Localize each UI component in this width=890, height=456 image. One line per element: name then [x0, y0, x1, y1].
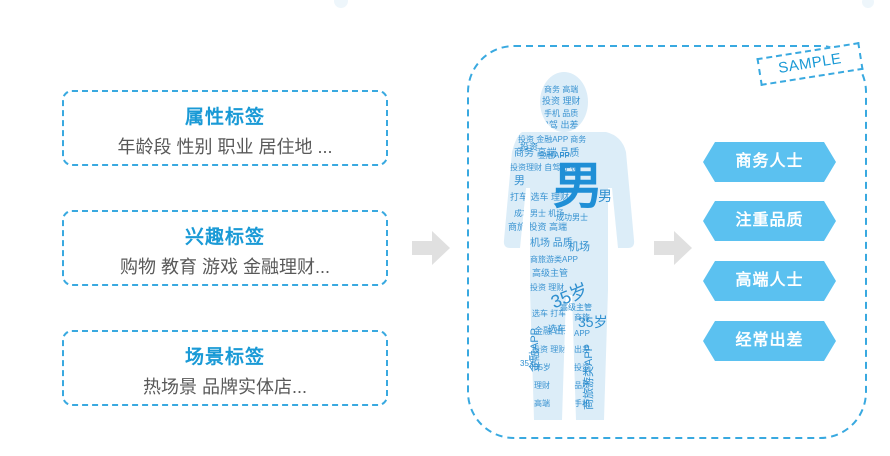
word-cloud-word: 机场: [568, 241, 590, 253]
word-cloud-word: 商旅游类APP: [583, 343, 595, 410]
word-cloud-word: 35岁: [578, 314, 608, 330]
word-cloud-word: 金融APP: [538, 151, 571, 160]
person-silhouette-icon: 商务 高端 投资 理财 手机 品质 自驾 出差 投资 金融APP 商务 商务 高…: [503, 72, 635, 420]
arrow-right-icon: [654, 231, 692, 265]
svg-text:投资: 投资: [574, 362, 590, 372]
svg-text:手机 品质: 手机 品质: [544, 108, 578, 118]
svg-text:投资 理财: 投资 理财: [542, 95, 581, 106]
word-cloud-word: 金融APP: [529, 327, 541, 372]
svg-text:金融 出差: 金融 出差: [534, 325, 573, 336]
svg-text:机场 品质: 机场 品质: [530, 236, 573, 249]
result-tag-highend: 高端人士: [703, 261, 836, 301]
svg-text:APP: APP: [574, 329, 590, 338]
tag-title: 兴趣标签: [184, 227, 265, 248]
result-tag-label: 注重品质: [735, 212, 804, 229]
word-cloud-main: 男: [553, 158, 603, 214]
word-cloud-word: 男: [598, 188, 612, 204]
svg-text:投资理财 自驾 手机: 投资理财 自驾 手机: [510, 162, 578, 172]
svg-text:手机: 手机: [574, 398, 590, 408]
arrow-right-icon: [412, 231, 450, 265]
result-tag-travel: 经常出差: [703, 321, 836, 361]
tag-desc: 购物 教育 游戏 金融理财...: [119, 257, 330, 277]
word-cloud-word: 选车: [548, 324, 567, 334]
sample-frame: [467, 45, 867, 439]
result-tag-label: 高端人士: [735, 272, 804, 289]
result-tag-label: 经常出差: [735, 332, 804, 349]
svg-text:投资 金融APP 商务: 投资 金融APP 商务: [518, 134, 586, 144]
svg-text:投资 理财: 投资 理财: [530, 282, 564, 292]
word-cloud-word: 35岁: [520, 359, 537, 368]
tag-box-interest: 兴趣标签 购物 教育 游戏 金融理财...: [62, 210, 388, 286]
decor-dot: [862, 0, 874, 8]
word-cloud-word: 投资: [520, 142, 539, 152]
svg-text:35岁: 35岁: [534, 362, 551, 372]
svg-text:高级主管: 高级主管: [532, 267, 568, 278]
svg-text:商旅 投资 高端: 商旅 投资 高端: [508, 221, 567, 232]
svg-text:商旅游类APP: 商旅游类APP: [530, 254, 578, 264]
svg-text:打车 选车 理财: 打车 选车 理财: [510, 191, 569, 202]
word-cloud-word: 成功男士: [556, 213, 588, 222]
tag-desc: 年龄段 性别 职业 居住地 ...: [117, 137, 333, 157]
word-cloud-word: 高级主管: [560, 303, 592, 312]
svg-text:品质: 品质: [574, 380, 590, 390]
svg-text:自驾 出差: 自驾 出差: [540, 119, 579, 130]
decor-dot: [334, 0, 348, 8]
tag-desc: 热场景 品牌实体店...: [142, 377, 307, 397]
svg-text:投资 理财: 投资 理财: [532, 344, 566, 354]
svg-text:男: 男: [514, 175, 525, 187]
svg-text:高端: 高端: [534, 398, 550, 408]
svg-text:商旅: 商旅: [574, 312, 590, 322]
svg-text:商务 高端: 商务 高端: [544, 84, 578, 94]
svg-text:商务 高端 品质: 商务 高端 品质: [514, 146, 580, 159]
svg-text:理财: 理财: [534, 380, 550, 390]
svg-text:成功男士 机场: 成功男士 机场: [514, 208, 564, 218]
svg-text:选车 打车: 选车 打车: [532, 308, 566, 318]
tag-box-attribute: 属性标签 年龄段 性别 职业 居住地 ...: [62, 90, 388, 166]
svg-text:出差: 出差: [574, 344, 590, 354]
result-tag-quality: 注重品质: [703, 201, 836, 241]
result-tag-label: 商务人士: [735, 153, 804, 170]
tag-title: 属性标签: [184, 107, 265, 128]
tag-box-scene: 场景标签 热场景 品牌实体店...: [62, 330, 388, 406]
result-tag-business: 商务人士: [703, 142, 836, 182]
tag-title: 场景标签: [184, 347, 265, 368]
